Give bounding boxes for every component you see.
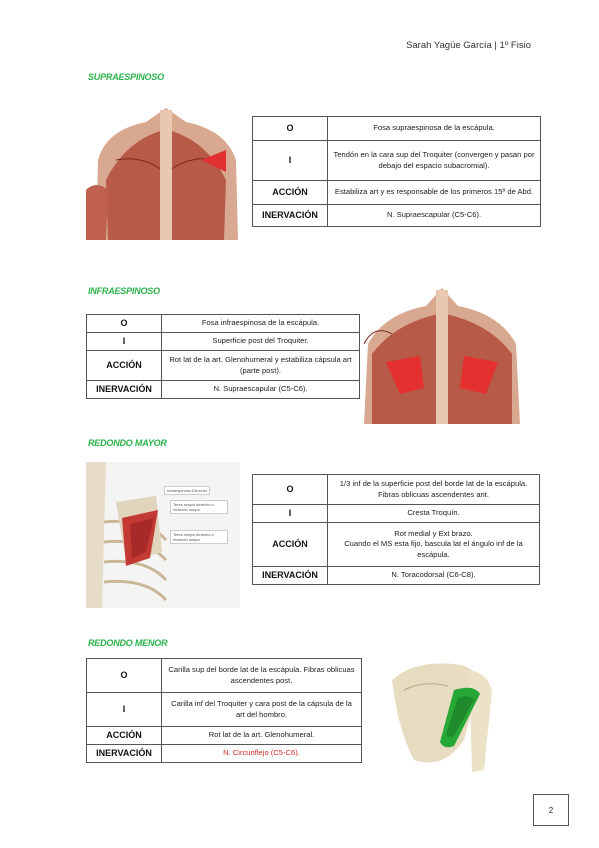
row-value: N. Circunflejo (C5-C6). [161, 744, 362, 763]
image-label: Teres mayor derecho o redondo mayor [170, 530, 228, 544]
table-row: INERVACIÓN N. Toracodorsal (C6-C8). [252, 566, 540, 585]
table-infraespinoso: O Fosa infraespinosa de la escápula. I S… [86, 314, 360, 399]
redondo-mayor-illustration: Infraespinoso Derecho Teres mayor derech… [86, 462, 240, 608]
header-author: Sarah Yagüe García | 1º Fisio [406, 40, 531, 51]
row-key: I [252, 140, 328, 181]
infraespinoso-illustration [364, 284, 520, 424]
redondo-menor-illustration [384, 650, 508, 776]
row-key: INERVACIÓN [252, 566, 328, 585]
row-key: INERVACIÓN [252, 204, 328, 227]
table-row: O Fosa infraespinosa de la escápula. [86, 314, 360, 333]
row-key: I [252, 504, 328, 523]
table-supraespinoso: O Fosa supraespinosa de la escápula. I T… [252, 116, 541, 227]
table-row: O 1/3 inf de la superficie post del bord… [252, 474, 540, 505]
table-row: ACCIÓN Rot medial y Ext brazo. Cuando el… [252, 522, 540, 567]
row-value: Fosa infraespinosa de la escápula. [161, 314, 360, 333]
row-value: Rot medial y Ext brazo. Cuando el MS est… [327, 522, 540, 567]
row-value: Cresta Troquín. [327, 504, 540, 523]
row-key: ACCIÓN [86, 726, 162, 745]
row-value: N. Toracodorsal (C6-C8). [327, 566, 540, 585]
image-label: Teres mayor derecho o redondo mayor [170, 500, 228, 514]
table-row: I Superficie post del Troquiter. [86, 332, 360, 351]
supraespinoso-illustration [86, 100, 246, 240]
row-value: Rot lat de la art. Glenohumeral y estabi… [161, 350, 360, 381]
table-redondo-mayor: O 1/3 inf de la superficie post del bord… [252, 474, 540, 585]
row-key: INERVACIÓN [86, 744, 162, 763]
row-key: I [86, 332, 162, 351]
table-row: O Fosa supraespinosa de la escápula. [252, 116, 541, 141]
row-value: N. Supraescapular (C5-C6). [327, 204, 541, 227]
image-label: Infraespinoso Derecho [164, 486, 211, 495]
table-row: I Cresta Troquín. [252, 504, 540, 523]
row-value: Carilla sup del borde lat de la escápula… [161, 658, 362, 693]
row-key: O [252, 116, 328, 141]
row-value: 1/3 inf de la superficie post del borde … [327, 474, 540, 505]
row-key: I [86, 692, 162, 727]
row-key: O [252, 474, 328, 505]
row-value-line: Rot medial y Ext brazo. [394, 529, 473, 539]
table-row: I Carilla inf del Troquiter y cara post … [86, 692, 362, 727]
row-key: ACCIÓN [86, 350, 162, 381]
row-value: Estabiliza art y es responsable de los p… [327, 180, 541, 205]
table-row: I Tendón en la cara sup del Troquiter (c… [252, 140, 541, 181]
table-row: O Carilla sup del borde lat de la escápu… [86, 658, 362, 693]
table-row: ACCIÓN Rot lat de la art. Glenohumeral y… [86, 350, 360, 381]
row-key: O [86, 314, 162, 333]
table-redondo-menor: O Carilla sup del borde lat de la escápu… [86, 658, 362, 763]
row-value: Tendón en la cara sup del Troquiter (con… [327, 140, 541, 181]
row-key: ACCIÓN [252, 180, 328, 205]
section-title-redondo-menor: REDONDO MENOR [88, 638, 168, 648]
row-value: Carilla inf del Troquiter y cara post de… [161, 692, 362, 727]
table-row: ACCIÓN Rot lat de la art. Glenohumeral. [86, 726, 362, 745]
row-key: O [86, 658, 162, 693]
row-key: ACCIÓN [252, 522, 328, 567]
table-row: INERVACIÓN N. Supraescapular (C5-C6). [86, 380, 360, 399]
row-value-line: Cuando el MS esta fijo, bascula lat el á… [344, 539, 523, 559]
row-value: Superficie post del Troquiter. [161, 332, 360, 351]
section-title-redondo-mayor: REDONDO MAYOR [88, 438, 167, 448]
section-title-supraespinoso: SUPRAESPINOSO [88, 72, 164, 82]
row-value: Rot lat de la art. Glenohumeral. [161, 726, 362, 745]
row-value: Fosa supraespinosa de la escápula. [327, 116, 541, 141]
row-key: INERVACIÓN [86, 380, 162, 399]
row-value: N. Supraescapular (C5-C6). [161, 380, 360, 399]
table-row: ACCIÓN Estabiliza art y es responsable d… [252, 180, 541, 205]
section-title-infraespinoso: INFRAESPINOSO [88, 286, 160, 296]
page-number: 2 [533, 794, 569, 826]
table-row: INERVACIÓN N. Supraescapular (C5-C6). [252, 204, 541, 227]
table-row: INERVACIÓN N. Circunflejo (C5-C6). [86, 744, 362, 763]
